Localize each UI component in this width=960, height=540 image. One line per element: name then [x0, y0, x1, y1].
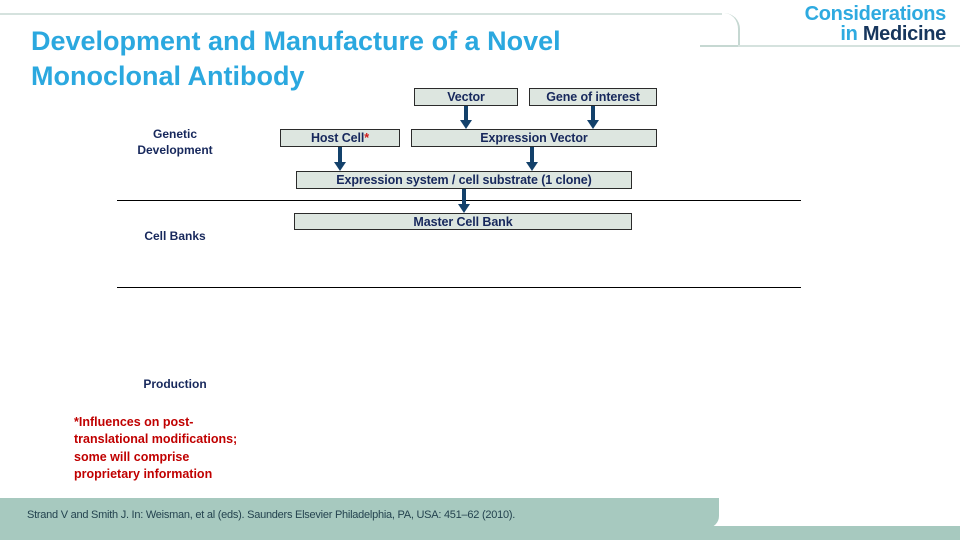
- flow-box-vector: Vector: [414, 88, 518, 106]
- page-title: Development and Manufacture of a Novel M…: [31, 26, 561, 91]
- arrow-expression-vector-to-expression-system: [526, 147, 538, 171]
- footnote-line-3: some will comprise: [74, 449, 190, 464]
- logo-line-considerations: Considerations: [804, 3, 947, 25]
- logo-line-in-medicine: in Medicine: [805, 24, 946, 44]
- stage-label-genetic-development: Genetic Development: [105, 127, 245, 159]
- stage-label-genetic-line2: Development: [137, 142, 213, 157]
- flow-box-expression-vector: Expression Vector: [411, 129, 657, 147]
- section-divider-bottom: [117, 287, 801, 288]
- flow-box-expression-system: Expression system / cell substrate (1 cl…: [296, 171, 632, 189]
- arrow-vector-to-expression-vector: [460, 106, 472, 129]
- flow-box-gene-of-interest: Gene of interest: [529, 88, 657, 106]
- flow-box-master-cell-bank: Master Cell Bank: [294, 213, 632, 230]
- logo-word-medicine: Medicine: [862, 23, 946, 46]
- section-divider-top: [117, 200, 801, 201]
- stage-label-cell-banks: Cell Banks: [144, 229, 206, 243]
- header-rule-left: [0, 13, 722, 15]
- footnote-asterisk-note: *Influences on post- translational modif…: [74, 414, 284, 483]
- citation-text: Strand V and Smith J. In: Weisman, et al…: [27, 509, 516, 521]
- asterisk-marker: *: [364, 131, 370, 145]
- footer-citation-bar: [0, 498, 719, 528]
- stage-label-production: Production: [143, 377, 207, 391]
- footnote-line-1: *Influences on post-: [74, 415, 194, 429]
- footer-strip: [0, 526, 960, 540]
- footnote-line-2: translational modifications;: [74, 432, 238, 447]
- footnote-line-4: proprietary information: [74, 466, 213, 481]
- logo-word-in: in: [840, 23, 858, 46]
- arrow-expression-system-to-master-cell-bank: [458, 189, 470, 213]
- header-corner-curve: [700, 13, 740, 47]
- arrow-host-cell-to-expression-system: [334, 147, 346, 171]
- stage-label-genetic-line1: Genetic: [152, 127, 197, 141]
- brand-logo: Considerations in Medicine: [804, 3, 947, 45]
- arrow-gene-to-expression-vector: [587, 106, 599, 129]
- header-rule-right: [738, 45, 960, 47]
- flow-box-host-cell-label: Host Cell: [310, 131, 365, 145]
- flow-box-host-cell: Host Cell*: [280, 129, 400, 147]
